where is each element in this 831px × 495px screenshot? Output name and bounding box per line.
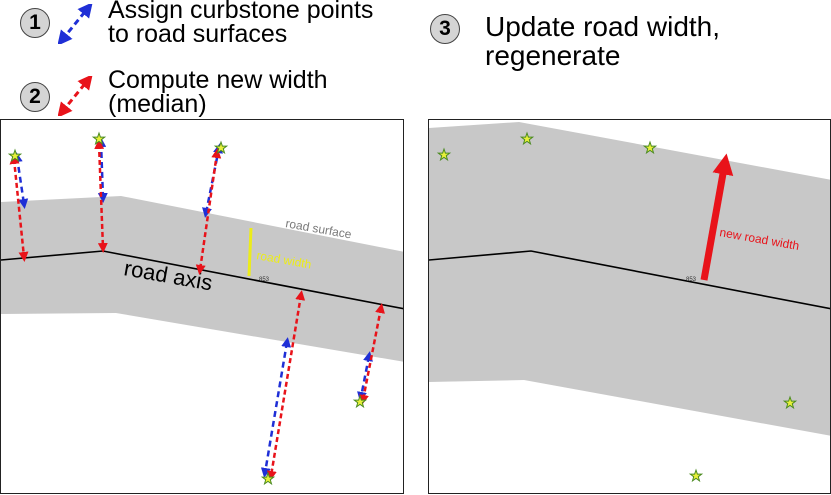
width-arrow [266, 290, 306, 481]
new-road-width-arrow [700, 153, 734, 281]
curbstone-star-icon [519, 131, 535, 146]
left-panel: road width road surface road axis 853 [0, 119, 404, 494]
curbstone-star-icon [260, 471, 276, 486]
curbstone-star-icon [782, 395, 798, 410]
curbstone-points [7, 131, 368, 486]
curbstone-star-icon [352, 394, 368, 409]
right-panel: new road width 853 [428, 119, 831, 494]
step-3-badge: 3 [430, 14, 460, 44]
curbstone-star-icon [642, 140, 658, 155]
width-arrow [195, 148, 222, 275]
assign-arrow [12, 152, 29, 209]
step-1-text: Assign curbstone points to road surfaces [108, 0, 374, 48]
red-dashed-arrow-icon [58, 76, 93, 116]
curbstone-star-icon [91, 131, 107, 146]
regenerated-road-surface [429, 122, 830, 436]
step-3-text: Update road width, regenerate [485, 11, 721, 71]
curbstone-star-icon [7, 148, 23, 163]
width-arrow [94, 139, 108, 253]
step-2-badge: 2 [20, 82, 50, 112]
curbstone-star-icon [688, 468, 704, 483]
step-1-badge: 1 [20, 8, 50, 38]
width-arrow [9, 154, 29, 262]
road-axis-line [429, 250, 830, 310]
curbstone-star-icon [436, 147, 452, 162]
step-2-text: Compute new width (median) [108, 66, 328, 118]
blue-dashed-arrow-icon [58, 4, 93, 44]
road-width-marker [247, 227, 253, 277]
segment-id-label: 853 [686, 277, 697, 283]
curbstone-star-icon [213, 140, 229, 155]
assign-arrow [96, 137, 108, 203]
segment-id-label: 853 [259, 277, 270, 283]
curbstone-points [436, 131, 798, 483]
